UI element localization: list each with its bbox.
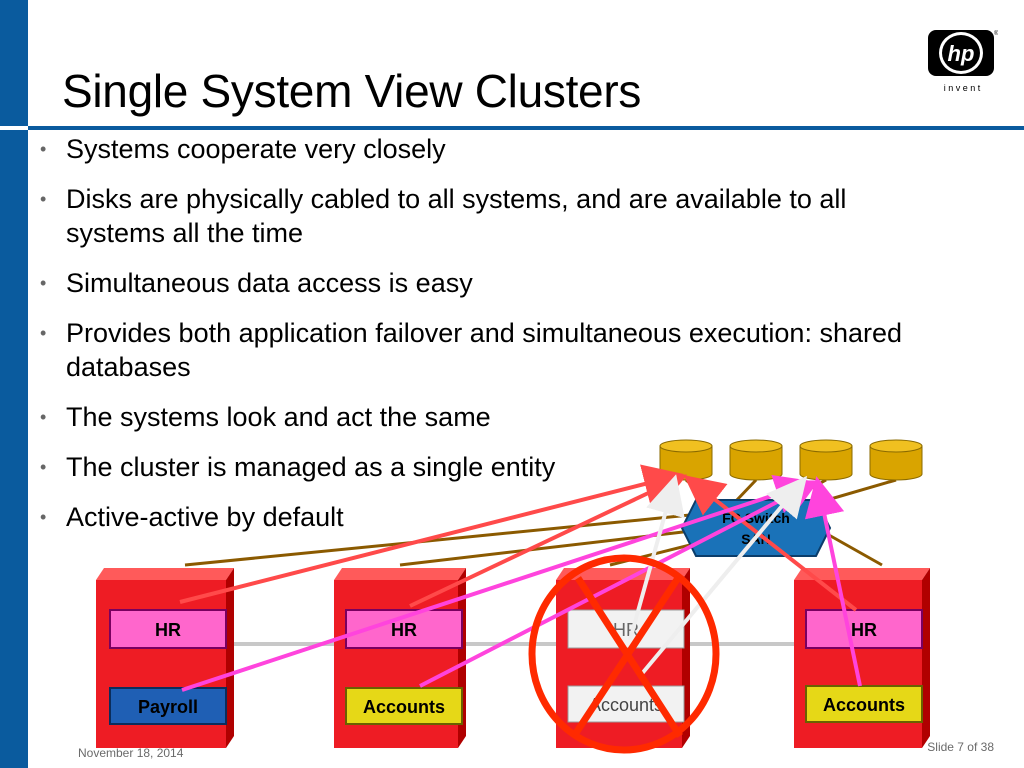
left-bar-notch: [0, 126, 28, 130]
server-2-hr-label: HR: [391, 620, 417, 640]
bullet-item: •The cluster is managed as a single enti…: [40, 452, 556, 482]
bullet-dot-icon: •: [40, 407, 47, 427]
bullet-dot-icon: •: [40, 139, 47, 159]
arrow-red: [683, 475, 858, 612]
bullet-item: •Simultaneous data access is easy: [40, 268, 473, 298]
fc-switch-san: FC Switch SAN: [680, 499, 832, 557]
arrow-pink: [419, 480, 820, 688]
hp-logo-text: hp: [948, 41, 975, 66]
hp-logo: hp ® i n v e n t: [928, 30, 998, 93]
bullet-dot-icon: •: [40, 323, 47, 343]
disk-icon: [799, 439, 853, 481]
title-rule: [28, 126, 1024, 130]
footer-date: November 18, 2014: [78, 746, 184, 760]
footer-slide-number: Slide 7 of 38: [927, 740, 994, 754]
server-1-payroll-label: Payroll: [138, 697, 198, 717]
server-1: HR Payroll: [96, 568, 234, 748]
arrow-pink: [804, 476, 862, 687]
slide-title: Single System View Clusters: [62, 65, 642, 117]
left-accent-bar: [0, 0, 28, 768]
bullet-item: •Systems cooperate very closely: [40, 134, 446, 164]
server-4-hr-label: HR: [851, 620, 877, 640]
bullet-dot-icon: •: [40, 273, 47, 293]
disk-icon: [659, 439, 713, 481]
arrow-red: [179, 464, 684, 604]
arrow-red: [409, 473, 688, 608]
bullet-item: •The systems look and act the same: [40, 402, 491, 432]
disk-icon: [869, 439, 923, 481]
bullet-dot-icon: •: [40, 189, 47, 209]
server-3-accounts-label: Accounts: [589, 695, 663, 715]
hp-logo-tagline: i n v e n t: [944, 83, 981, 93]
server-4: HR Accounts: [794, 568, 930, 748]
server-4-accounts-label: Accounts: [823, 695, 905, 715]
bullet-item: •Provides both application failover and …: [40, 318, 903, 382]
svg-text:®: ®: [994, 30, 998, 37]
server-2-accounts-label: Accounts: [363, 697, 445, 717]
arrow-pink: [181, 475, 816, 692]
disk-icon: [729, 439, 783, 481]
bullet-item: •Active-active by default: [40, 502, 344, 532]
bullet-list: •Systems cooperate very closely •Disks a…: [38, 132, 998, 550]
server-1-hr-label: HR: [155, 620, 181, 640]
server-2: HR Accounts: [334, 568, 466, 748]
bullet-dot-icon: •: [40, 507, 47, 527]
access-arrows: [179, 464, 862, 692]
arrow-white: [638, 475, 808, 678]
bullet-dot-icon: •: [40, 457, 47, 477]
failed-x-icon: [528, 554, 720, 754]
bullet-item: •Disks are physically cabled to all syst…: [40, 184, 847, 248]
